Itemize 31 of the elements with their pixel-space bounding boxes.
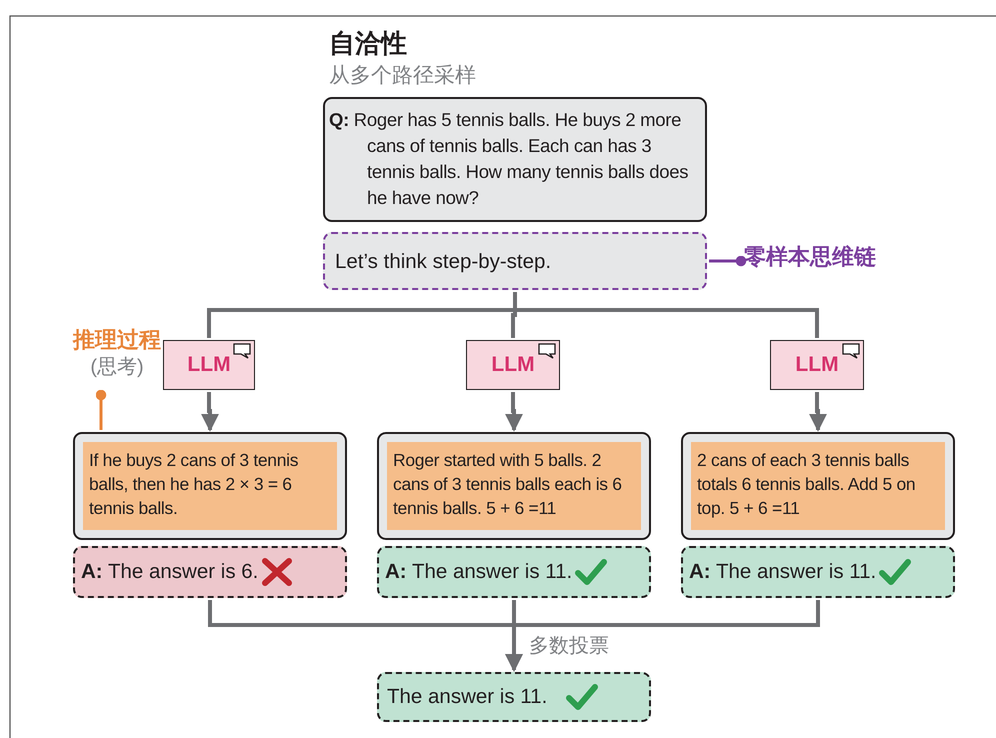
- model-box: LLM: [770, 340, 864, 390]
- question-box: Q: Roger has 5 tennis balls. He buys 2 more cans of tennis balls. Each can has 3 tennis balls. How many tennis balls does he have now?: [323, 97, 707, 222]
- leader-line: [709, 256, 746, 266]
- arrow: [201, 392, 219, 432]
- connector-line: [513, 292, 819, 338]
- reasoning-box: [377, 432, 651, 540]
- arrow: [505, 392, 523, 432]
- answer-text: The answer is 11.: [387, 685, 548, 708]
- answer-box: [73, 546, 347, 598]
- answer-box: [377, 546, 651, 598]
- subtitle: 从多个路径采样: [329, 63, 476, 89]
- model-box: LLM: [163, 340, 255, 390]
- prompt-box: Let’s think step-by-step.: [323, 232, 707, 290]
- model-box: LLM: [466, 340, 560, 390]
- answer-text: A: The answer is 11.: [385, 560, 572, 583]
- reasoning-box: [73, 432, 347, 540]
- annotation-label: 推理过程: [72, 326, 162, 354]
- annotation-note: (思考): [89, 355, 145, 380]
- title: 自洽性: [329, 27, 407, 60]
- arrow: [809, 392, 827, 432]
- reasoning-text: 2 cans of each 3 tennis balls totals 6 tennis balls. Add 5 on top. 5 + 6 =11: [691, 442, 945, 530]
- answer-text: A: The answer is 11.: [689, 560, 876, 583]
- reasoning-text: Roger started with 5 balls. 2 cans of 3 tennis balls each is 6 tennis balls. 5 + 6 =11: [387, 442, 641, 530]
- answer-text: A: The answer is 6.: [81, 560, 258, 583]
- leader-line: [96, 390, 106, 430]
- answer-box: [377, 672, 651, 722]
- arrow: [505, 600, 820, 672]
- reasoning-box: [681, 432, 955, 540]
- answer-box: [681, 546, 955, 598]
- annotation-label: 零样本思维链: [744, 242, 904, 272]
- reasoning-text: If he buys 2 cans of 3 tennis balls, then he has 2 × 3 = 6 tennis balls.: [83, 442, 337, 530]
